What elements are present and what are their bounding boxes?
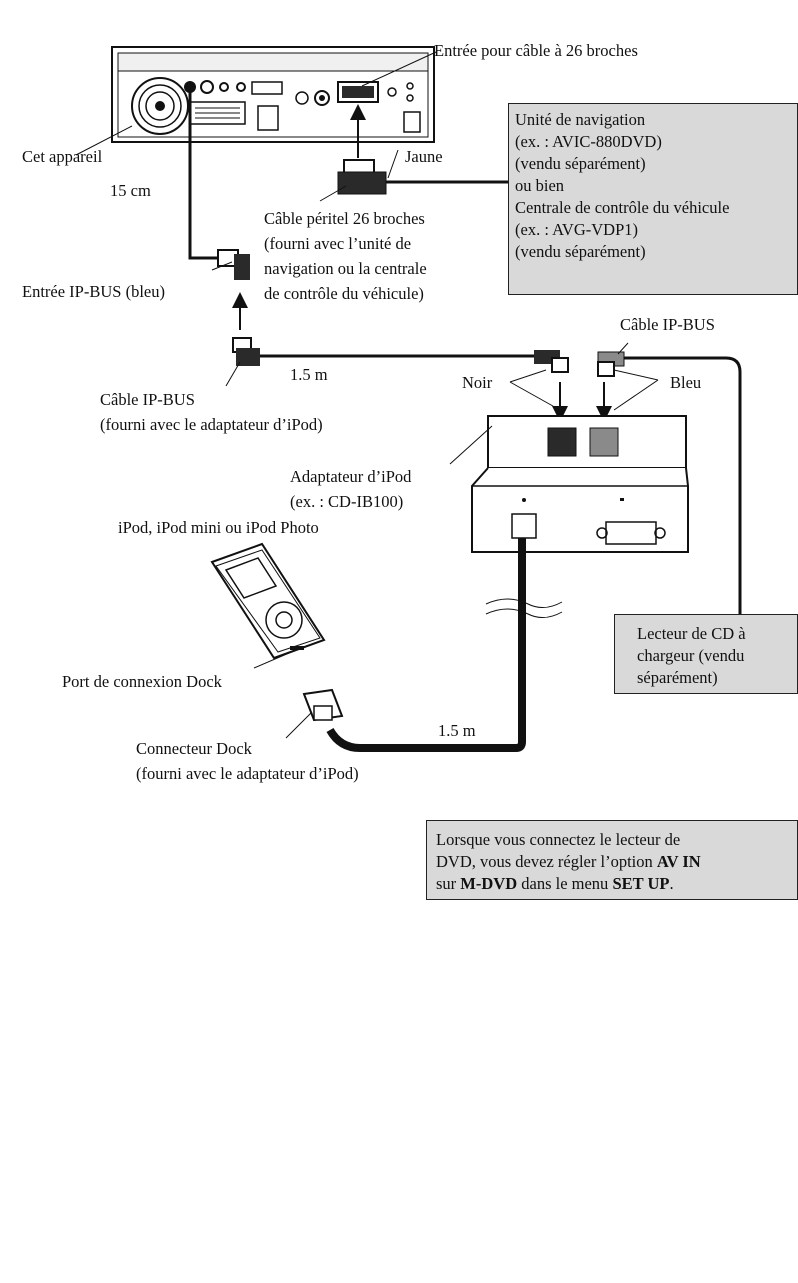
label-cable-ipbus-top: Câble IP-BUS: [620, 315, 715, 334]
label-noir: Noir: [462, 373, 493, 392]
nav-box-line-5: Centrale de contrôle du véhicule: [515, 198, 730, 217]
bleu-leader-a: [613, 369, 659, 381]
bleu-leader-b: [613, 379, 659, 411]
label-cable-ipbus-left-1: Câble IP-BUS: [100, 390, 195, 409]
label-ipod-models: iPod, iPod mini ou iPod Photo: [118, 518, 319, 537]
note-line-1: Lorsque vous connectez le lecteur de: [436, 830, 681, 849]
nav-box-line-2: (ex. : AVIC-880DVD): [515, 132, 662, 151]
label-bleu: Bleu: [670, 373, 702, 392]
label-jaune: Jaune: [405, 147, 443, 166]
nav-box-line-1: Unité de navigation: [515, 110, 646, 129]
note-line-3: sur M-DVD dans le menu SET UP.: [436, 873, 797, 895]
label-port-dock: Port de connexion Dock: [62, 672, 222, 691]
ipbus-left-leader: [225, 361, 241, 387]
label-adaptateur-1: Adaptateur d’iPod: [290, 467, 412, 486]
cet-appareil-leader: [75, 125, 133, 156]
head-unit-15cm-cable: [188, 92, 222, 260]
label-cet-appareil: Cet appareil: [22, 147, 103, 166]
connecteur-dock-leader: [285, 711, 313, 739]
label-entree-26-broches: Entrée pour câble à 26 broches: [434, 41, 638, 60]
ipbus-cable-right: [597, 351, 742, 620]
port-dock-leader: [253, 649, 297, 669]
note-line-2: DVD, vous devez régler l’option AV IN: [436, 851, 797, 873]
cd-box-line-1: Lecteur de CD à: [637, 624, 746, 643]
noir-leader-a: [509, 369, 547, 383]
label-1-5m-top: 1.5 m: [290, 365, 328, 384]
label-entree-ipbus: Entrée IP-BUS (bleu): [22, 282, 165, 301]
nav-box-line-6: (ex. : AVG-VDP1): [515, 220, 638, 239]
note-line-2-text: DVD, vous devez régler l’option: [436, 852, 657, 871]
navigation-unit-box: Unité de navigation (ex. : AVIC-880DVD) …: [508, 103, 798, 295]
label-cable-peritel-1: Câble péritel 26 broches: [264, 209, 425, 228]
label-15cm: 15 cm: [110, 181, 151, 200]
entree-ipbus-leader: [211, 261, 233, 271]
label-connecteur-dock-1: Connecteur Dock: [136, 739, 252, 758]
entree-26-leader: [361, 51, 437, 87]
dock-cable: [326, 538, 526, 752]
head-unit: [111, 46, 435, 143]
jaune-leader: [387, 149, 399, 179]
ipod-device: [210, 542, 326, 660]
label-connecteur-dock-2: (fourni avec le adaptateur d’iPod): [136, 764, 359, 783]
label-1-5m-bottom: 1.5 m: [438, 721, 476, 740]
cd-box-line-3: séparément): [637, 668, 718, 687]
cable-break-mark-1: [485, 598, 563, 608]
note-line-3-text-a: sur: [436, 874, 461, 893]
label-cable-peritel-4: de contrôle du véhicule): [264, 284, 424, 303]
label-adaptateur-2: (ex. : CD-IB100): [290, 492, 404, 511]
ipbus-cable-left: [232, 337, 569, 373]
note-m-dvd: M-DVD: [460, 874, 518, 893]
label-cable-peritel-2: (fourni avec l’unité de: [264, 234, 412, 253]
dock-connector: [302, 688, 344, 722]
noir-leader-b: [509, 381, 561, 411]
note-set-up: SET UP: [612, 874, 670, 893]
note-line-3-period: .: [669, 874, 674, 893]
cd-box-line-2: chargeur (vendu: [637, 646, 745, 665]
label-cable-peritel-3: navigation ou la centrale: [264, 259, 427, 278]
cable-break-mark-2: [485, 608, 563, 618]
ipbus-top-leader: [617, 342, 629, 355]
peritel-leader: [319, 185, 347, 202]
ipbus-input-connector: [217, 249, 250, 280]
cd-changer-box: Lecteur de CD à chargeur (vendu séparéme…: [614, 614, 798, 694]
nav-box-line-7: (vendu séparément): [515, 242, 646, 261]
note-av-in: AV IN: [656, 852, 701, 871]
label-cable-ipbus-left-2: (fourni avec le adaptateur d’iPod): [100, 415, 323, 434]
note-line-3-text-b: dans le menu: [517, 874, 613, 893]
nav-box-line-4: ou bien: [515, 176, 565, 195]
adaptateur-leader: [449, 425, 493, 465]
nav-box-line-3: (vendu séparément): [515, 154, 646, 173]
ipod-adaptor: [471, 415, 689, 553]
dvd-setup-note-box: Lorsque vous connectez le lecteur de DVD…: [426, 820, 798, 900]
